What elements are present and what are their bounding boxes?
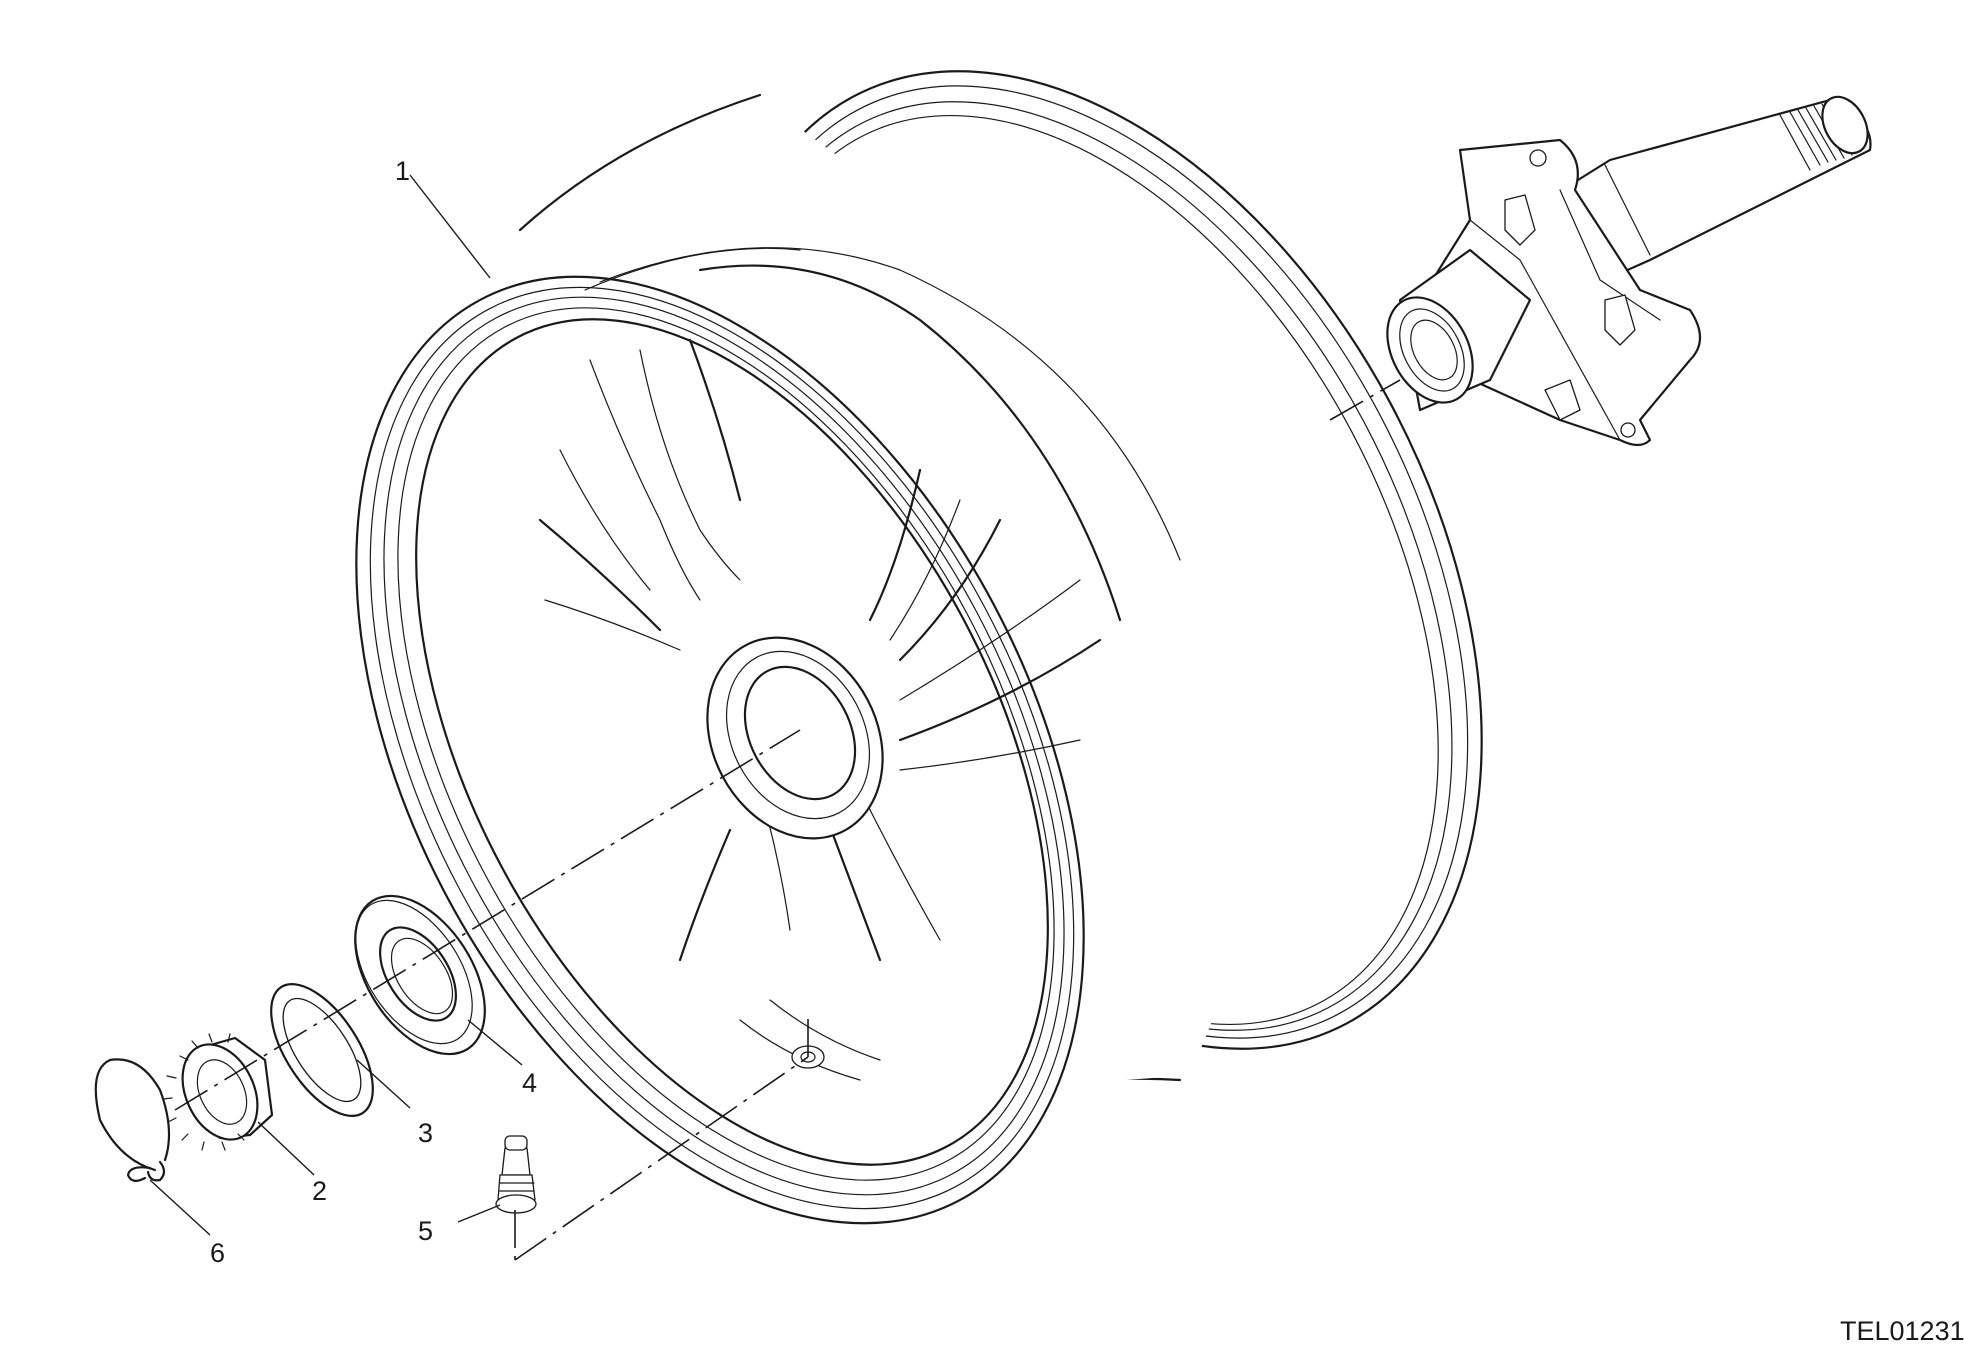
circlip[interactable]	[94, 1058, 171, 1182]
callout-6: 6	[210, 1238, 225, 1268]
callout-1: 1	[395, 156, 410, 186]
callout-2: 2	[312, 1176, 327, 1206]
tire-valve[interactable]	[495, 1135, 537, 1214]
assembly-axis-lines	[174, 379, 1401, 1262]
callout-5: 5	[418, 1216, 433, 1246]
rear-wheel-rim[interactable]	[207, 0, 1638, 1346]
callout-4: 4	[522, 1068, 537, 1098]
washer[interactable]	[251, 967, 393, 1132]
rear-axle-flange[interactable]	[1370, 89, 1877, 447]
ring-nut[interactable]	[162, 1032, 274, 1151]
leader-lines	[149, 174, 523, 1236]
ring-nut-teeth-icon	[162, 1033, 245, 1151]
drawing-code: TEL01231	[1840, 1316, 1964, 1346]
callout-3: 3	[418, 1118, 433, 1148]
